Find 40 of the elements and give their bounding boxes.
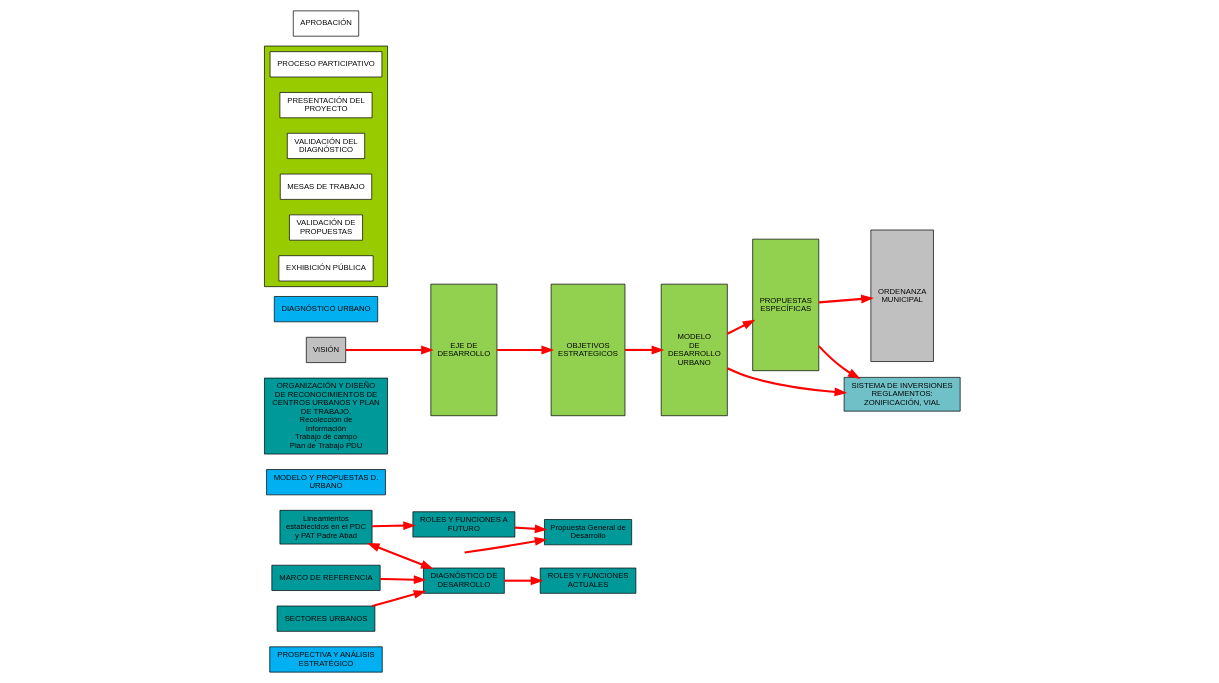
arrow [514, 524, 548, 534]
node-box: EXHIBICIÓN PÚBLICA [278, 255, 374, 282]
node-box: ORGANIZACIÓN Y DISEÑO DE RECONOCIMIENTOS DE CENTROS URBANOS Y PLAN DE TRABAJO. Recolección de Información Trabajo de campo Plan de Trabajo PDU [264, 377, 388, 455]
node-box: PROCESO PARTICIPATIVO [269, 51, 383, 78]
arrow [464, 537, 548, 554]
arrow [727, 319, 756, 335]
node-box: SISTEMA DE INVERSIONES REGLAMENTOS: ZONIFICACIÓN, VIAL [843, 377, 961, 412]
arrow [819, 294, 874, 304]
node-box: DIAGNÓSTICO DE DESARROLLO [423, 567, 505, 594]
cluster [264, 45, 388, 287]
arrow [625, 345, 665, 355]
node-box: Lineamientos establecidos en el PDC y PAT Padre Abad [279, 510, 373, 545]
arrow [345, 345, 434, 355]
node-box: SECTORES URBANOS [276, 605, 376, 632]
node-box: ROLES Y FUNCIONES A FUTURO [412, 511, 516, 538]
arrow [372, 521, 416, 531]
node-box: MESAS DE TRABAJO [279, 173, 373, 200]
node-box: MODELO DE DESARROLLO URBANO [660, 283, 728, 417]
node-box: Propuesta General de Desarrollo [544, 519, 632, 546]
node-box: ORDENANZA MUNICIPAL [870, 229, 934, 362]
node-box: VALIDACIÓN DE PROPUESTAS [289, 214, 363, 241]
arrow [727, 367, 848, 397]
node-box: PRESENTACIÓN DEL PROYECTO [279, 92, 373, 119]
arrow [366, 542, 434, 570]
arrow [380, 575, 427, 585]
arrow [504, 576, 544, 586]
arrow [818, 345, 861, 379]
node-box: OBJETIVOS ESTRATEGICOS [550, 283, 626, 417]
node-box: EJE DE DESARROLLO [430, 283, 498, 417]
arrow [372, 590, 427, 607]
arrow [497, 345, 555, 355]
node-box: PROPUESTAS ESPECÍFICAS [752, 238, 820, 372]
node-box: DIAGNÓSTICO URBANO [273, 296, 379, 323]
node-box: MODELO Y PROPUESTAS D. URBANO [266, 469, 386, 496]
node-box: VALIDACIÓN DEL DIAGNÓSTICO [286, 132, 366, 159]
node-box: ROLES Y FUNCIONES ACTUALES [539, 567, 637, 594]
node-box: VISIÓN [305, 336, 347, 363]
node-box: PROSPECTIVA Y ANÁLISIS ESTRATÉGICO [269, 646, 383, 673]
node-box: APROBACIÓN [292, 10, 360, 37]
node-box: MARCO DE REFERENCIA [271, 564, 381, 591]
